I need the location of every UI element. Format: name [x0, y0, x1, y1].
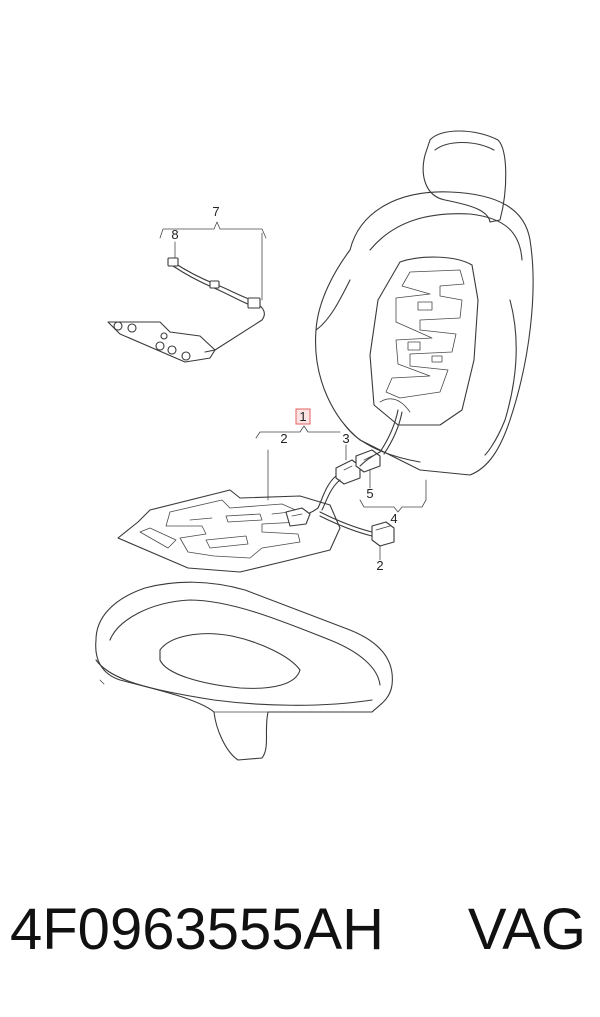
callout-5: 5 [366, 486, 373, 501]
part-number: 4F0963555AH [10, 897, 385, 962]
seat-heating-exploded-diagram: 1 2 3 5 4 2 7 8 [95, 130, 534, 761]
callout-1: 1 [299, 409, 306, 424]
brand-label: VAG [467, 897, 586, 962]
callout-2-upper: 2 [280, 431, 287, 446]
harness-assembly [107, 221, 267, 363]
callout-2-lower: 2 [376, 558, 383, 573]
callout-8: 8 [171, 227, 178, 242]
connectors [295, 449, 395, 547]
callout-3: 3 [342, 431, 349, 446]
seat-backrest [314, 130, 534, 476]
seat-cushion [95, 581, 393, 761]
callout-7: 7 [212, 204, 219, 219]
caption-bar: 4F0963555AH VAG [0, 896, 600, 986]
callout-4: 4 [390, 511, 397, 526]
cushion-heating-mat [117, 489, 341, 573]
